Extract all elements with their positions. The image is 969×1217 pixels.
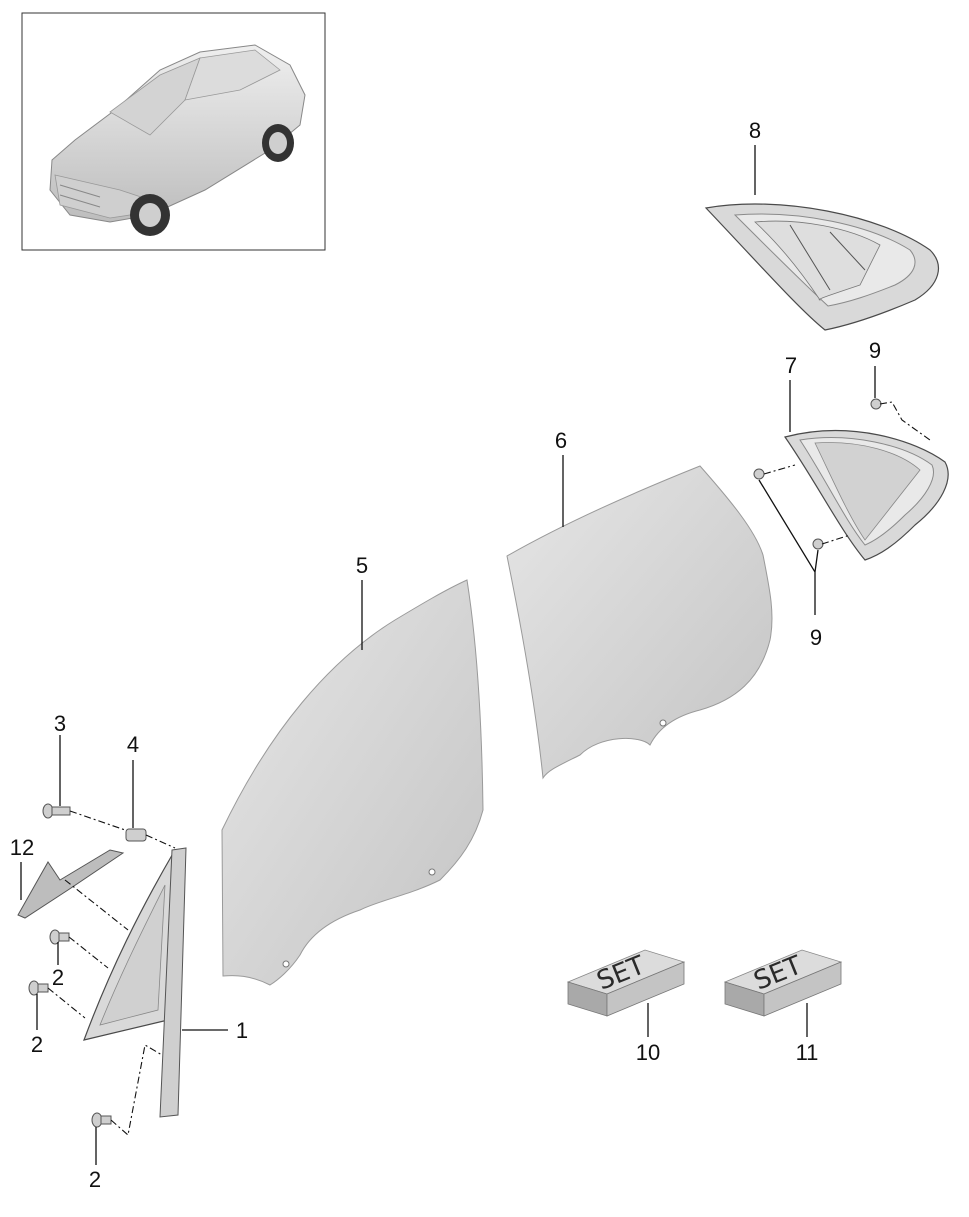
part-8-quarter-window-assembly: [704, 203, 939, 331]
clip-9-bottom: [812, 538, 824, 550]
car-illustration: [49, 44, 306, 236]
callout-5: 5: [356, 553, 368, 578]
callout-10: 10: [636, 1040, 660, 1065]
callout-12: 12: [10, 835, 34, 860]
part-10-set-box: SET: [566, 949, 686, 1017]
callout-9-top: 9: [869, 338, 881, 363]
part-1-front-quarter-glass: [83, 847, 187, 1118]
part-7-quarter-glass: [784, 430, 949, 561]
part-4-spacer: [125, 828, 147, 842]
callout-2-b: 2: [31, 1032, 43, 1057]
part-5-front-door-glass: [221, 579, 484, 986]
part-9-clips: [753, 398, 931, 550]
clip-9-left: [753, 468, 765, 480]
callout-3: 3: [54, 711, 66, 736]
part-6-rear-door-glass: [506, 465, 773, 780]
callout-7: 7: [785, 353, 797, 378]
callout-2-a: 2: [52, 965, 64, 990]
callout-2-c: 2: [89, 1167, 101, 1192]
part-3-bolt: [42, 803, 71, 819]
part-11-set-box: SET: [723, 949, 843, 1017]
callout-6: 6: [555, 428, 567, 453]
callout-11: 11: [796, 1040, 819, 1065]
callout-9-bottom: 9: [810, 625, 822, 650]
callout-4: 4: [127, 732, 139, 757]
part-2-screws: [28, 929, 112, 1128]
callout-8: 8: [749, 118, 761, 143]
clip-9-top: [870, 398, 882, 410]
leader-9b: [758, 479, 819, 615]
callout-1: 1: [236, 1018, 248, 1043]
car-thumbnail: [21, 12, 326, 251]
